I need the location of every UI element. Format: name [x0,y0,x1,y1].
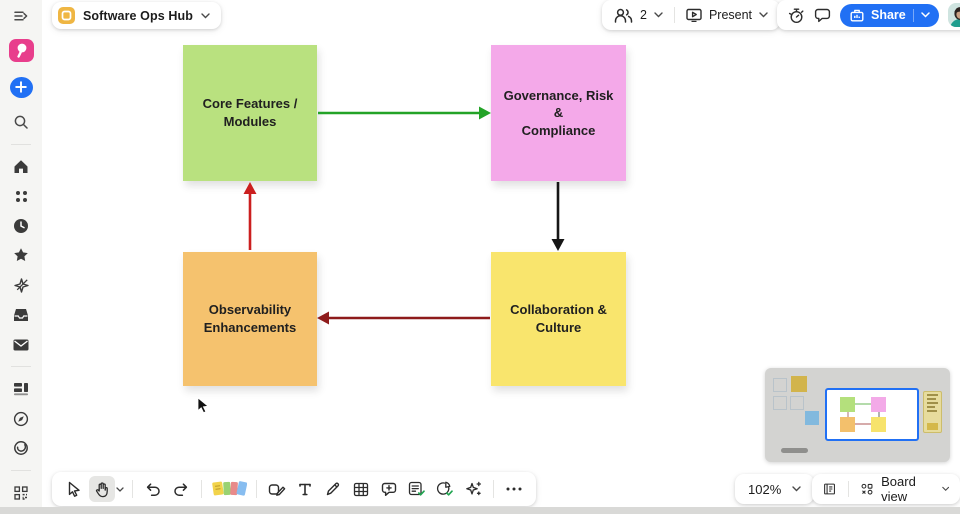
recent-clock-icon[interactable] [6,212,36,240]
connector-black-down[interactable] [551,182,565,251]
minimap-shape [773,396,787,410]
minimap-shape [805,411,819,425]
sidebar-divider [11,143,31,145]
hand-tool[interactable] [89,476,115,502]
minimap-viewport[interactable] [825,388,919,441]
sticky-note-tool[interactable] [209,476,249,502]
chevron-down-icon[interactable] [941,486,949,492]
hand-tool-chevron[interactable] [115,486,125,492]
sidebar-divider [11,470,31,472]
pill-divider [848,481,849,497]
timer-icon[interactable] [787,7,805,24]
chevron-down-icon[interactable] [654,12,663,18]
connector-red-up[interactable] [243,182,257,250]
toolbar-divider [256,480,257,498]
account-pill: Share [777,0,960,30]
toolbar-divider [493,480,494,498]
share-label: Share [871,8,906,22]
create-plus-button[interactable] [9,76,33,98]
boards-kanban-icon[interactable] [6,375,36,403]
sticky-note-core-features[interactable]: Core Features / Modules [183,45,317,181]
mail-icon[interactable] [6,331,36,359]
chevron-down-icon[interactable] [759,12,768,18]
user-avatar[interactable] [947,3,960,27]
people-icon[interactable] [614,8,633,23]
sticky-note-collaboration[interactable]: Collaboration & Culture [491,252,626,386]
share-icon [850,9,864,21]
comment-tool[interactable] [376,476,402,502]
shapes-tool[interactable] [264,476,290,502]
text-tool[interactable] [292,476,318,502]
favorites-star-icon[interactable] [6,242,36,270]
assistant-icon[interactable] [6,435,36,463]
pen-tool[interactable] [320,476,346,502]
toolbar-divider [201,480,202,498]
app-sidebar [0,0,42,507]
present-icon[interactable] [686,8,702,22]
chevron-down-icon [792,486,801,492]
toolbar-divider [132,480,133,498]
sidebar-toggle-icon[interactable] [13,8,29,25]
collaborators-count: 2 [640,8,647,22]
chevron-down-icon[interactable] [921,12,930,18]
templates-icon[interactable] [6,271,36,299]
app-logo-icon[interactable] [8,38,34,62]
home-icon[interactable] [6,153,36,181]
apps-dots-icon[interactable] [6,182,36,210]
sidebar-divider [11,366,31,368]
chevron-down-icon [201,12,210,18]
inbox-icon[interactable] [6,301,36,329]
chart-approved-tool[interactable] [432,476,458,502]
share-button[interactable]: Share [840,3,939,27]
select-tool[interactable] [61,476,87,502]
redo-button[interactable] [168,476,194,502]
board-icon [58,7,75,24]
zoom-control[interactable]: 102% [735,474,815,504]
connector-darkred-left[interactable] [317,311,490,325]
minimap-document [923,391,942,433]
minimap-shape [790,396,804,410]
pill-divider [673,7,675,23]
share-divider [912,8,914,22]
present-label[interactable]: Present [708,8,753,22]
minimap-scrollbar[interactable] [781,448,808,453]
minimap-shape [791,376,807,392]
ai-sparkle-tool[interactable] [460,476,486,502]
more-tools-button[interactable] [501,476,527,502]
sticky-note-observability[interactable]: Observability Enhancements [183,252,317,386]
search-icon[interactable] [6,108,36,136]
minimap[interactable] [765,368,950,462]
qr-apps-icon[interactable] [6,479,36,507]
minimap-shape [773,378,787,392]
table-tool[interactable] [348,476,374,502]
view-label[interactable]: Board view [881,474,916,504]
collaboration-pill: 2 Present [602,0,781,30]
frames-icon[interactable] [823,481,836,497]
bottom-strip [0,507,960,514]
mouse-cursor [197,397,209,414]
board-canvas[interactable]: Core Features / Modules Governance, Risk… [42,0,960,507]
zoom-level: 102% [748,481,782,497]
explore-compass-icon[interactable] [6,405,36,433]
comments-icon[interactable] [814,8,831,23]
board-title: Software Ops Hub [83,8,193,23]
board-title-pill[interactable]: Software Ops Hub [52,2,221,29]
undo-button[interactable] [140,476,166,502]
board-view-icon[interactable] [861,482,873,496]
view-switcher-pill: Board view [812,474,960,504]
creation-toolbar [52,472,536,506]
connector-green-right[interactable] [318,106,491,120]
doc-approved-tool[interactable] [404,476,430,502]
sticky-note-governance[interactable]: Governance, Risk & Compliance [491,45,626,181]
